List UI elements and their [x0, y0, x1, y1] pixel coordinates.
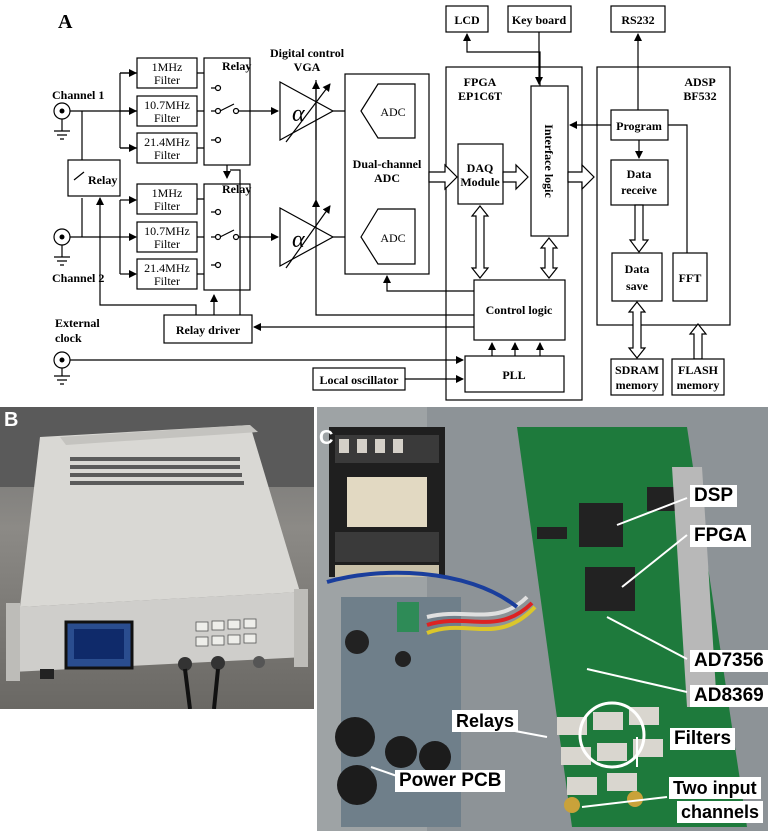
- lcd-label: LCD: [454, 13, 480, 27]
- relay-driver-label: Relay driver: [176, 323, 241, 337]
- fft-box: [672, 252, 708, 302]
- data-receive-line1: Data: [627, 167, 652, 181]
- rs232-label: RS232: [621, 13, 654, 27]
- fpga-label-line2: EP1C6T: [458, 89, 502, 103]
- svg-text:21.4MHz: 21.4MHz: [144, 261, 190, 275]
- data-save-line1: Data: [625, 262, 650, 276]
- channel1-label: Channel 1: [52, 88, 104, 102]
- panel-b-letter: B: [4, 409, 19, 431]
- svg-text:Filter: Filter: [154, 199, 180, 213]
- fpga-callout: FPGA: [690, 525, 751, 547]
- fft-label: FFT: [679, 271, 702, 285]
- adc-to-daq-arrow: [428, 163, 458, 191]
- interface-logic-box: [530, 85, 569, 237]
- two-input-label-line2: channels: [677, 801, 764, 823]
- fpga-label-line1: FPGA: [464, 75, 497, 89]
- control-logic-label: Control logic: [486, 303, 553, 317]
- ad7356-label: AD7356: [690, 650, 768, 672]
- pcb-photo: C DSP FPGA AD7356 AD8369 Relays Filters …: [317, 407, 768, 831]
- svg-text:Filter: Filter: [154, 274, 180, 288]
- relays-label: Relays: [452, 710, 519, 732]
- relay-top-switch-icon: [211, 84, 250, 144]
- vga-label-line2: VGA: [294, 60, 321, 74]
- sdram-box: [610, 358, 664, 396]
- rs232-box: [610, 5, 666, 33]
- svg-text:Filter: Filter: [154, 111, 180, 125]
- svg-text:Filter: Filter: [154, 148, 180, 162]
- keyboard-label: Key board: [512, 13, 567, 27]
- svg-text:21.4MHz: 21.4MHz: [144, 135, 190, 149]
- svg-text:α: α: [292, 227, 305, 253]
- vga-top-icon: α: [279, 80, 335, 143]
- external-clock-connector-icon: [53, 351, 71, 385]
- flash-box: [671, 358, 725, 396]
- relay-top-label: Relay: [222, 59, 251, 73]
- vga-bottom-icon: α: [279, 205, 335, 269]
- data-receive-box: [610, 159, 669, 206]
- data-save-line2: save: [626, 279, 649, 293]
- svg-text:Filter: Filter: [154, 73, 180, 87]
- svg-text:α: α: [292, 101, 305, 127]
- relay-bottom-switch-icon: [211, 208, 250, 269]
- local-oscillator-label: Local oscillator: [320, 373, 400, 387]
- lcd-box: [445, 5, 489, 33]
- svg-text:1MHz: 1MHz: [152, 186, 183, 200]
- adc-bottom-icon: ADC: [360, 208, 416, 265]
- panel-c-letter: C: [319, 427, 334, 449]
- instrument-illustration: [0, 407, 314, 709]
- filters-label: Filters: [670, 728, 736, 750]
- two-input-label-line1: Two input: [669, 777, 761, 799]
- dsp-label: DSP: [690, 485, 738, 507]
- dual-adc-label-line1: Dual-channel: [353, 157, 422, 171]
- relay-bottom-label: Relay: [222, 182, 251, 196]
- daq-label-line2: Module: [460, 175, 500, 189]
- power-pcb-label: Power PCB: [395, 770, 506, 792]
- data-save-box: [611, 252, 663, 302]
- svg-text:10.7MHz: 10.7MHz: [144, 98, 190, 112]
- pll-label: PLL: [502, 368, 525, 382]
- svg-text:10.7MHz: 10.7MHz: [144, 224, 190, 238]
- panel-a-letter: A: [58, 11, 73, 33]
- channel2-label: Channel 2: [52, 271, 104, 285]
- channel2-connector-icon: [53, 228, 71, 266]
- data-receive-line2: receive: [621, 183, 657, 197]
- dual-adc-label-line2: ADC: [374, 171, 400, 185]
- adc-top-icon: ADC: [360, 83, 416, 139]
- interface-logic-label: Interface logic: [542, 124, 556, 198]
- input-relay-label: Relay: [88, 173, 117, 187]
- control-logic-box: [473, 279, 566, 341]
- svg-text:1MHz: 1MHz: [152, 60, 183, 74]
- vga-label-line1: Digital control: [270, 46, 345, 60]
- adsp-label-line2: BF532: [683, 89, 716, 103]
- ad8369-label: AD8369: [690, 685, 768, 707]
- adsp-label-line1: ADSP: [684, 75, 715, 89]
- program-label: Program: [616, 119, 662, 133]
- svg-text:Filter: Filter: [154, 237, 180, 251]
- external-clock-line1: External: [55, 316, 100, 330]
- relay-driver-box: [163, 314, 253, 344]
- sdram-line1: SDRAM: [615, 363, 659, 377]
- channel1-connector-icon: [53, 102, 71, 140]
- sdram-line2: memory: [616, 378, 659, 392]
- daq-module-box: [457, 143, 504, 205]
- external-clock-line2: clock: [55, 331, 82, 345]
- pcb-illustration: [317, 407, 768, 831]
- flash-line2: memory: [677, 378, 720, 392]
- flash-line1: FLASH: [678, 363, 719, 377]
- svg-text:ADC: ADC: [380, 105, 405, 119]
- instrument-photo: B: [0, 407, 314, 709]
- svg-text:ADC: ADC: [380, 231, 405, 245]
- daq-label-line1: DAQ: [467, 161, 494, 175]
